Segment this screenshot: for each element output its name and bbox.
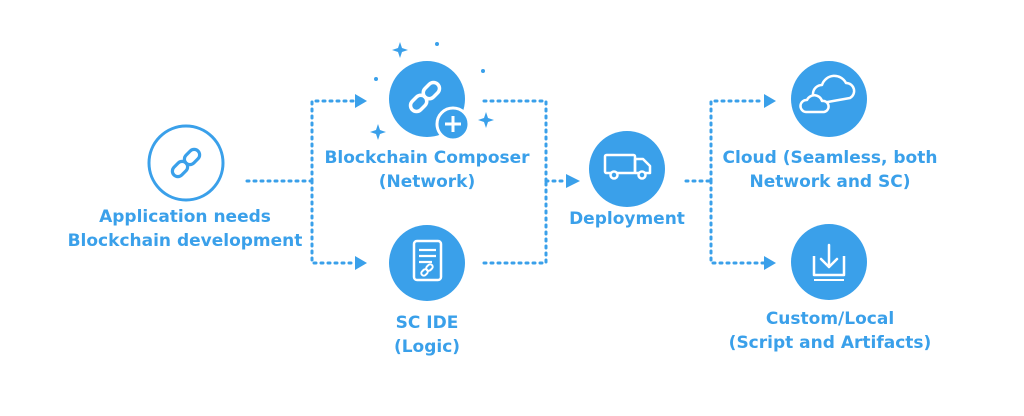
connector-split-to-composer [310, 99, 357, 183]
connector-split-to-custom [709, 179, 766, 265]
connector-scide-to-merge [482, 179, 548, 265]
application-label: Application needs Blockchain development [67, 207, 303, 251]
sparkle-icon [392, 42, 408, 58]
connector-split-to-cloud [709, 99, 766, 183]
composer-label: Blockchain Composer (Network) [324, 148, 530, 192]
arrowhead-custom [764, 256, 776, 270]
custom-label: Custom/Local (Script and Artifacts) [728, 309, 932, 353]
link-plus-icon [370, 42, 494, 142]
deployment-label: Deployment [569, 209, 685, 229]
document-link-icon [389, 225, 465, 301]
sparkle-icon [478, 112, 494, 128]
cloud-icon [791, 61, 867, 137]
cloud-label: Cloud (Seamless, both Network and SC) [722, 148, 938, 192]
connector-split-to-scide [310, 179, 357, 265]
arrowhead-deployment [566, 174, 580, 188]
download-tray-icon [791, 224, 867, 300]
sparkle-icon [370, 124, 386, 140]
arrowhead-composer [355, 94, 367, 108]
connector-composer-to-merge [482, 99, 548, 183]
sc-ide-label: SC IDE (Logic) [393, 313, 461, 357]
arrowhead-cloud [764, 94, 776, 108]
link-icon [147, 124, 225, 202]
arrowhead-scide [355, 256, 367, 270]
truck-icon [589, 131, 665, 207]
